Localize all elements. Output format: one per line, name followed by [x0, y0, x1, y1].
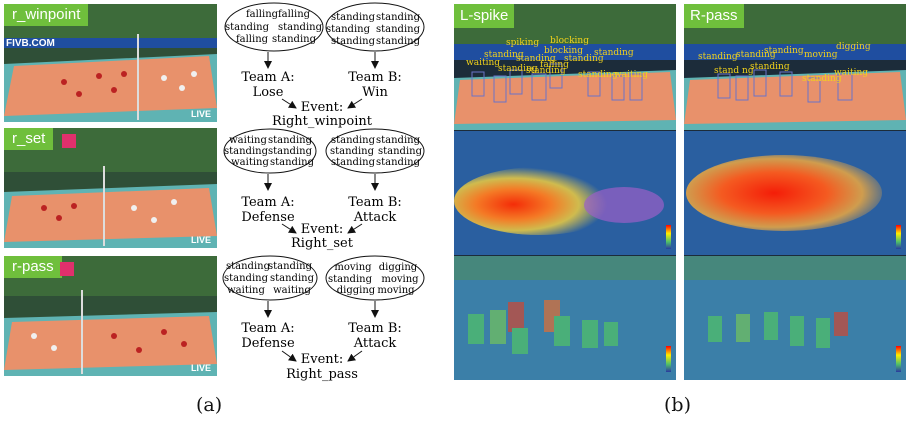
action-word: standing — [376, 36, 421, 47]
action-label: stand ng — [714, 66, 754, 76]
team-b-name: Team B: — [348, 321, 402, 336]
action-word: standing — [225, 22, 270, 33]
team-b-state: Attack — [353, 336, 397, 351]
team-b-name: Team B: — [348, 70, 402, 85]
action-word: standing — [268, 146, 313, 157]
action-word: standing — [376, 24, 421, 35]
lspike-column: L-spike spiking blocking blocking waitin… — [454, 4, 676, 380]
action-word: standing — [376, 12, 421, 23]
action-label: blocking — [544, 46, 583, 56]
action-word: falling — [278, 9, 311, 20]
action-word: waiting — [273, 285, 311, 296]
live-label: LIVE — [190, 235, 211, 245]
action-label: falling — [540, 60, 569, 70]
action-word: digging — [337, 285, 376, 296]
frame-pass: r-pass LIVE — [4, 256, 217, 376]
action-word: standing — [224, 146, 269, 157]
action-word: moving — [377, 285, 415, 296]
action-word: standing — [326, 24, 371, 35]
action-annotations: standing standing standing moving diggin… — [684, 4, 906, 130]
frame-label: r_winpoint — [4, 4, 89, 26]
action-label: standing — [484, 50, 524, 60]
event-value: Right_set — [291, 236, 354, 251]
live-label: LIVE — [190, 109, 211, 119]
action-label: spiking — [506, 38, 540, 48]
event-value: Right_pass — [286, 367, 358, 382]
action-label: moving — [804, 50, 838, 60]
action-word: standing — [268, 135, 313, 146]
action-word: standing — [272, 34, 317, 45]
frame-set: r_set LIVE — [4, 128, 217, 248]
action-word: standing — [331, 12, 376, 23]
team-b-name: Team B: — [348, 195, 402, 210]
column-label: R-pass — [684, 4, 744, 28]
frame-label: r_set — [4, 128, 54, 150]
action-label: standing — [802, 74, 842, 84]
event-value: Right_winpoint — [272, 114, 373, 129]
live-label: LIVE — [190, 363, 211, 373]
action-word: standing — [268, 261, 313, 272]
team-a-name: Team A: — [241, 321, 294, 336]
action-word: standing — [376, 135, 421, 146]
action-word: moving — [334, 262, 372, 273]
score-badge — [62, 134, 76, 148]
action-word: standing — [226, 261, 271, 272]
event-label: Event: — [301, 222, 344, 237]
action-word: standing — [378, 146, 423, 157]
action-word: standing — [330, 146, 375, 157]
action-annotations: spiking blocking blocking waiting standi… — [454, 4, 676, 130]
rpass-column: R-pass standing standing standing moving… — [684, 4, 906, 380]
team-b-state: Attack — [353, 210, 397, 225]
action-word: waiting — [231, 157, 269, 168]
action-label: blocking — [550, 36, 589, 46]
team-b-state: Win — [362, 85, 388, 100]
action-word: digging — [379, 262, 418, 273]
action-word: standing — [328, 274, 373, 285]
action-word: moving — [381, 274, 419, 285]
caption-a: (a) — [196, 394, 223, 416]
team-a-state: Defense — [241, 336, 295, 351]
action-label: standing — [564, 54, 604, 64]
action-word: standing — [376, 157, 421, 168]
team-a-state: Lose — [253, 85, 284, 100]
action-word: falling — [246, 9, 279, 20]
action-label: standing — [764, 46, 804, 56]
action-word: standing — [278, 22, 323, 33]
team-a-name: Team A: — [241, 195, 294, 210]
action-word: standing — [331, 157, 376, 168]
action-label: standing — [698, 52, 738, 62]
action-label: standing — [750, 62, 790, 72]
action-word: falling — [236, 34, 269, 45]
action-label: standing — [526, 66, 566, 76]
action-label: waiting — [466, 58, 501, 68]
action-label: standing — [736, 50, 776, 60]
banner-text: FIVB.COM — [6, 38, 55, 49]
action-label: digging — [836, 42, 871, 52]
action-label: waiting — [614, 70, 649, 80]
event-label: Event: — [301, 352, 344, 367]
team-a-state: Defense — [241, 210, 295, 225]
frame-winpoint: r_winpoint FIVB.COM LIVE — [4, 4, 217, 122]
action-word: standing — [270, 273, 315, 284]
frame-label: r-pass — [4, 256, 62, 278]
column-label: L-spike — [454, 4, 515, 28]
action-word: standing — [331, 135, 376, 146]
action-word: standing — [270, 157, 315, 168]
action-label: standing — [578, 70, 618, 80]
action-label: standing — [594, 48, 634, 58]
hierarchy-diagram: falling falling standing standing fallin… — [222, 2, 425, 382]
action-label: waiting — [834, 68, 869, 78]
action-label: standing — [516, 54, 556, 64]
score-badge — [60, 262, 74, 276]
team-a-name: Team A: — [241, 70, 294, 85]
caption-b: (b) — [664, 394, 691, 416]
action-label: standing — [498, 64, 538, 74]
action-word: waiting — [229, 135, 267, 146]
action-word: waiting — [227, 285, 265, 296]
action-word: standing — [331, 36, 376, 47]
event-label: Event: — [301, 100, 344, 115]
action-word: standing — [224, 273, 269, 284]
